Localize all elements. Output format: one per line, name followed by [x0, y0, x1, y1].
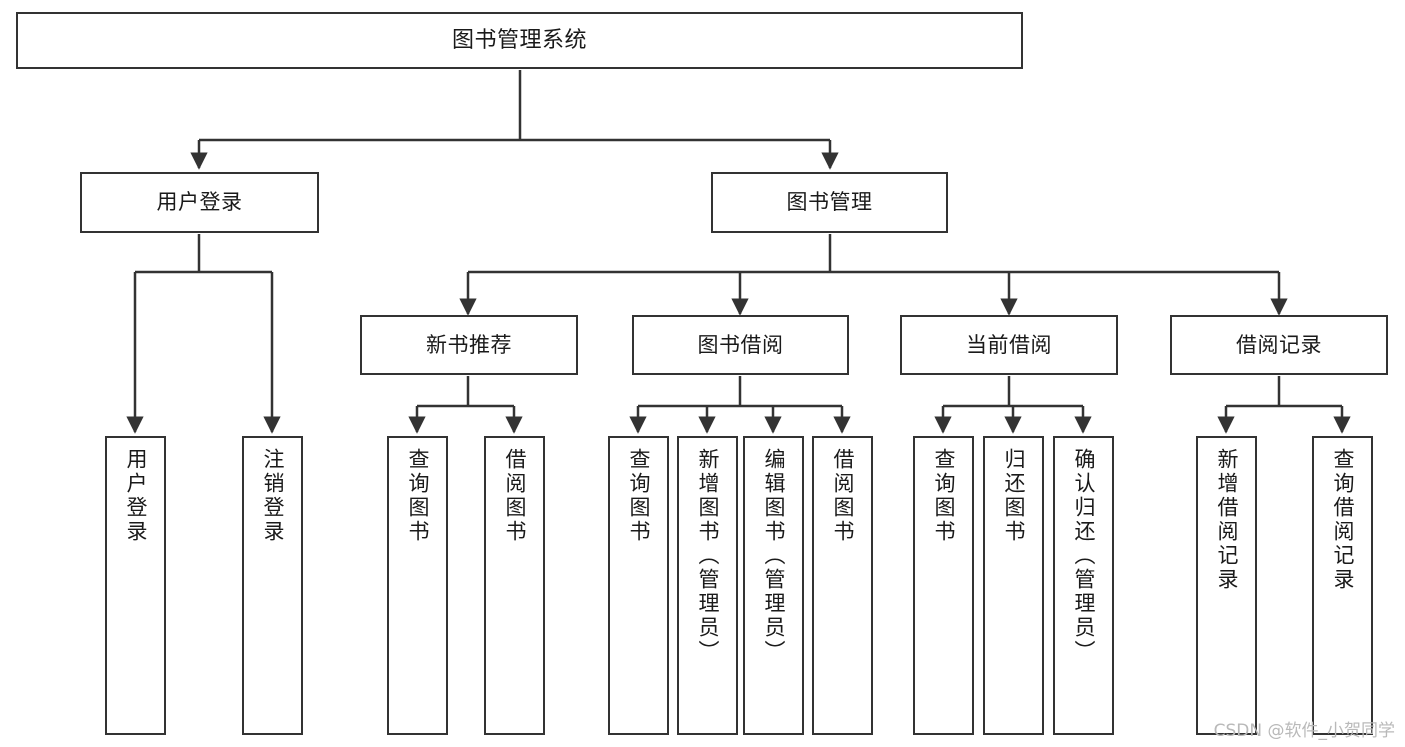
leaf-book-borrow-borrow-books[interactable]: 借阅图书	[812, 436, 873, 735]
node-label: 用户登录	[156, 190, 243, 215]
node-new-book-recommendation[interactable]: 新书推荐	[360, 315, 578, 375]
node-label: 当前借阅	[966, 332, 1052, 357]
node-root-library-system[interactable]: 图书管理系统	[16, 12, 1023, 69]
node-label: 注销登录	[261, 448, 285, 544]
node-label: 图书借阅	[697, 332, 784, 357]
leaf-current-borrow-confirm-return-admin[interactable]: 确认归还（管理员）	[1053, 436, 1114, 735]
leaf-user-login-logout[interactable]: 注销登录	[242, 436, 303, 735]
leaf-book-borrow-edit-book-admin[interactable]: 编辑图书（管理员）	[743, 436, 804, 735]
node-label: 图书管理系统	[451, 27, 587, 53]
node-book-management[interactable]: 图书管理	[711, 172, 948, 233]
leaf-new-book-borrow-books[interactable]: 借阅图书	[484, 436, 545, 735]
leaf-borrow-record-add-record[interactable]: 新增借阅记录	[1196, 436, 1257, 735]
node-label: 新书推荐	[426, 332, 512, 357]
node-label: 借阅图书	[831, 448, 855, 544]
node-label: 查询图书	[406, 448, 430, 544]
leaf-current-borrow-query-books[interactable]: 查询图书	[913, 436, 974, 735]
node-borrowing-records[interactable]: 借阅记录	[1170, 315, 1388, 375]
node-current-borrowing[interactable]: 当前借阅	[900, 315, 1118, 375]
node-label: 新增借阅记录	[1215, 448, 1239, 592]
node-user-login[interactable]: 用户登录	[80, 172, 319, 233]
leaf-current-borrow-return-books[interactable]: 归还图书	[983, 436, 1044, 735]
node-label: 查询图书	[627, 448, 651, 544]
node-label: 确认归还（管理员）	[1072, 448, 1096, 664]
leaf-book-borrow-query-books[interactable]: 查询图书	[608, 436, 669, 735]
node-label: 借阅记录	[1236, 332, 1322, 357]
node-label: 归还图书	[1002, 448, 1026, 544]
node-book-borrowing[interactable]: 图书借阅	[632, 315, 849, 375]
node-label: 图书管理	[786, 190, 873, 215]
leaf-user-login-login[interactable]: 用户登录	[105, 436, 166, 735]
leaf-new-book-query-books[interactable]: 查询图书	[387, 436, 448, 735]
node-label: 编辑图书（管理员）	[762, 448, 786, 664]
node-label: 查询借阅记录	[1331, 448, 1355, 592]
node-label: 用户登录	[124, 448, 148, 544]
node-label: 新增图书（管理员）	[696, 448, 720, 664]
node-label: 查询图书	[932, 448, 956, 544]
leaf-borrow-record-query-record[interactable]: 查询借阅记录	[1312, 436, 1373, 735]
leaf-book-borrow-add-book-admin[interactable]: 新增图书（管理员）	[677, 436, 738, 735]
csdn-watermark: CSDN @软件_小贺同学	[1213, 721, 1395, 741]
node-label: 借阅图书	[503, 448, 527, 544]
